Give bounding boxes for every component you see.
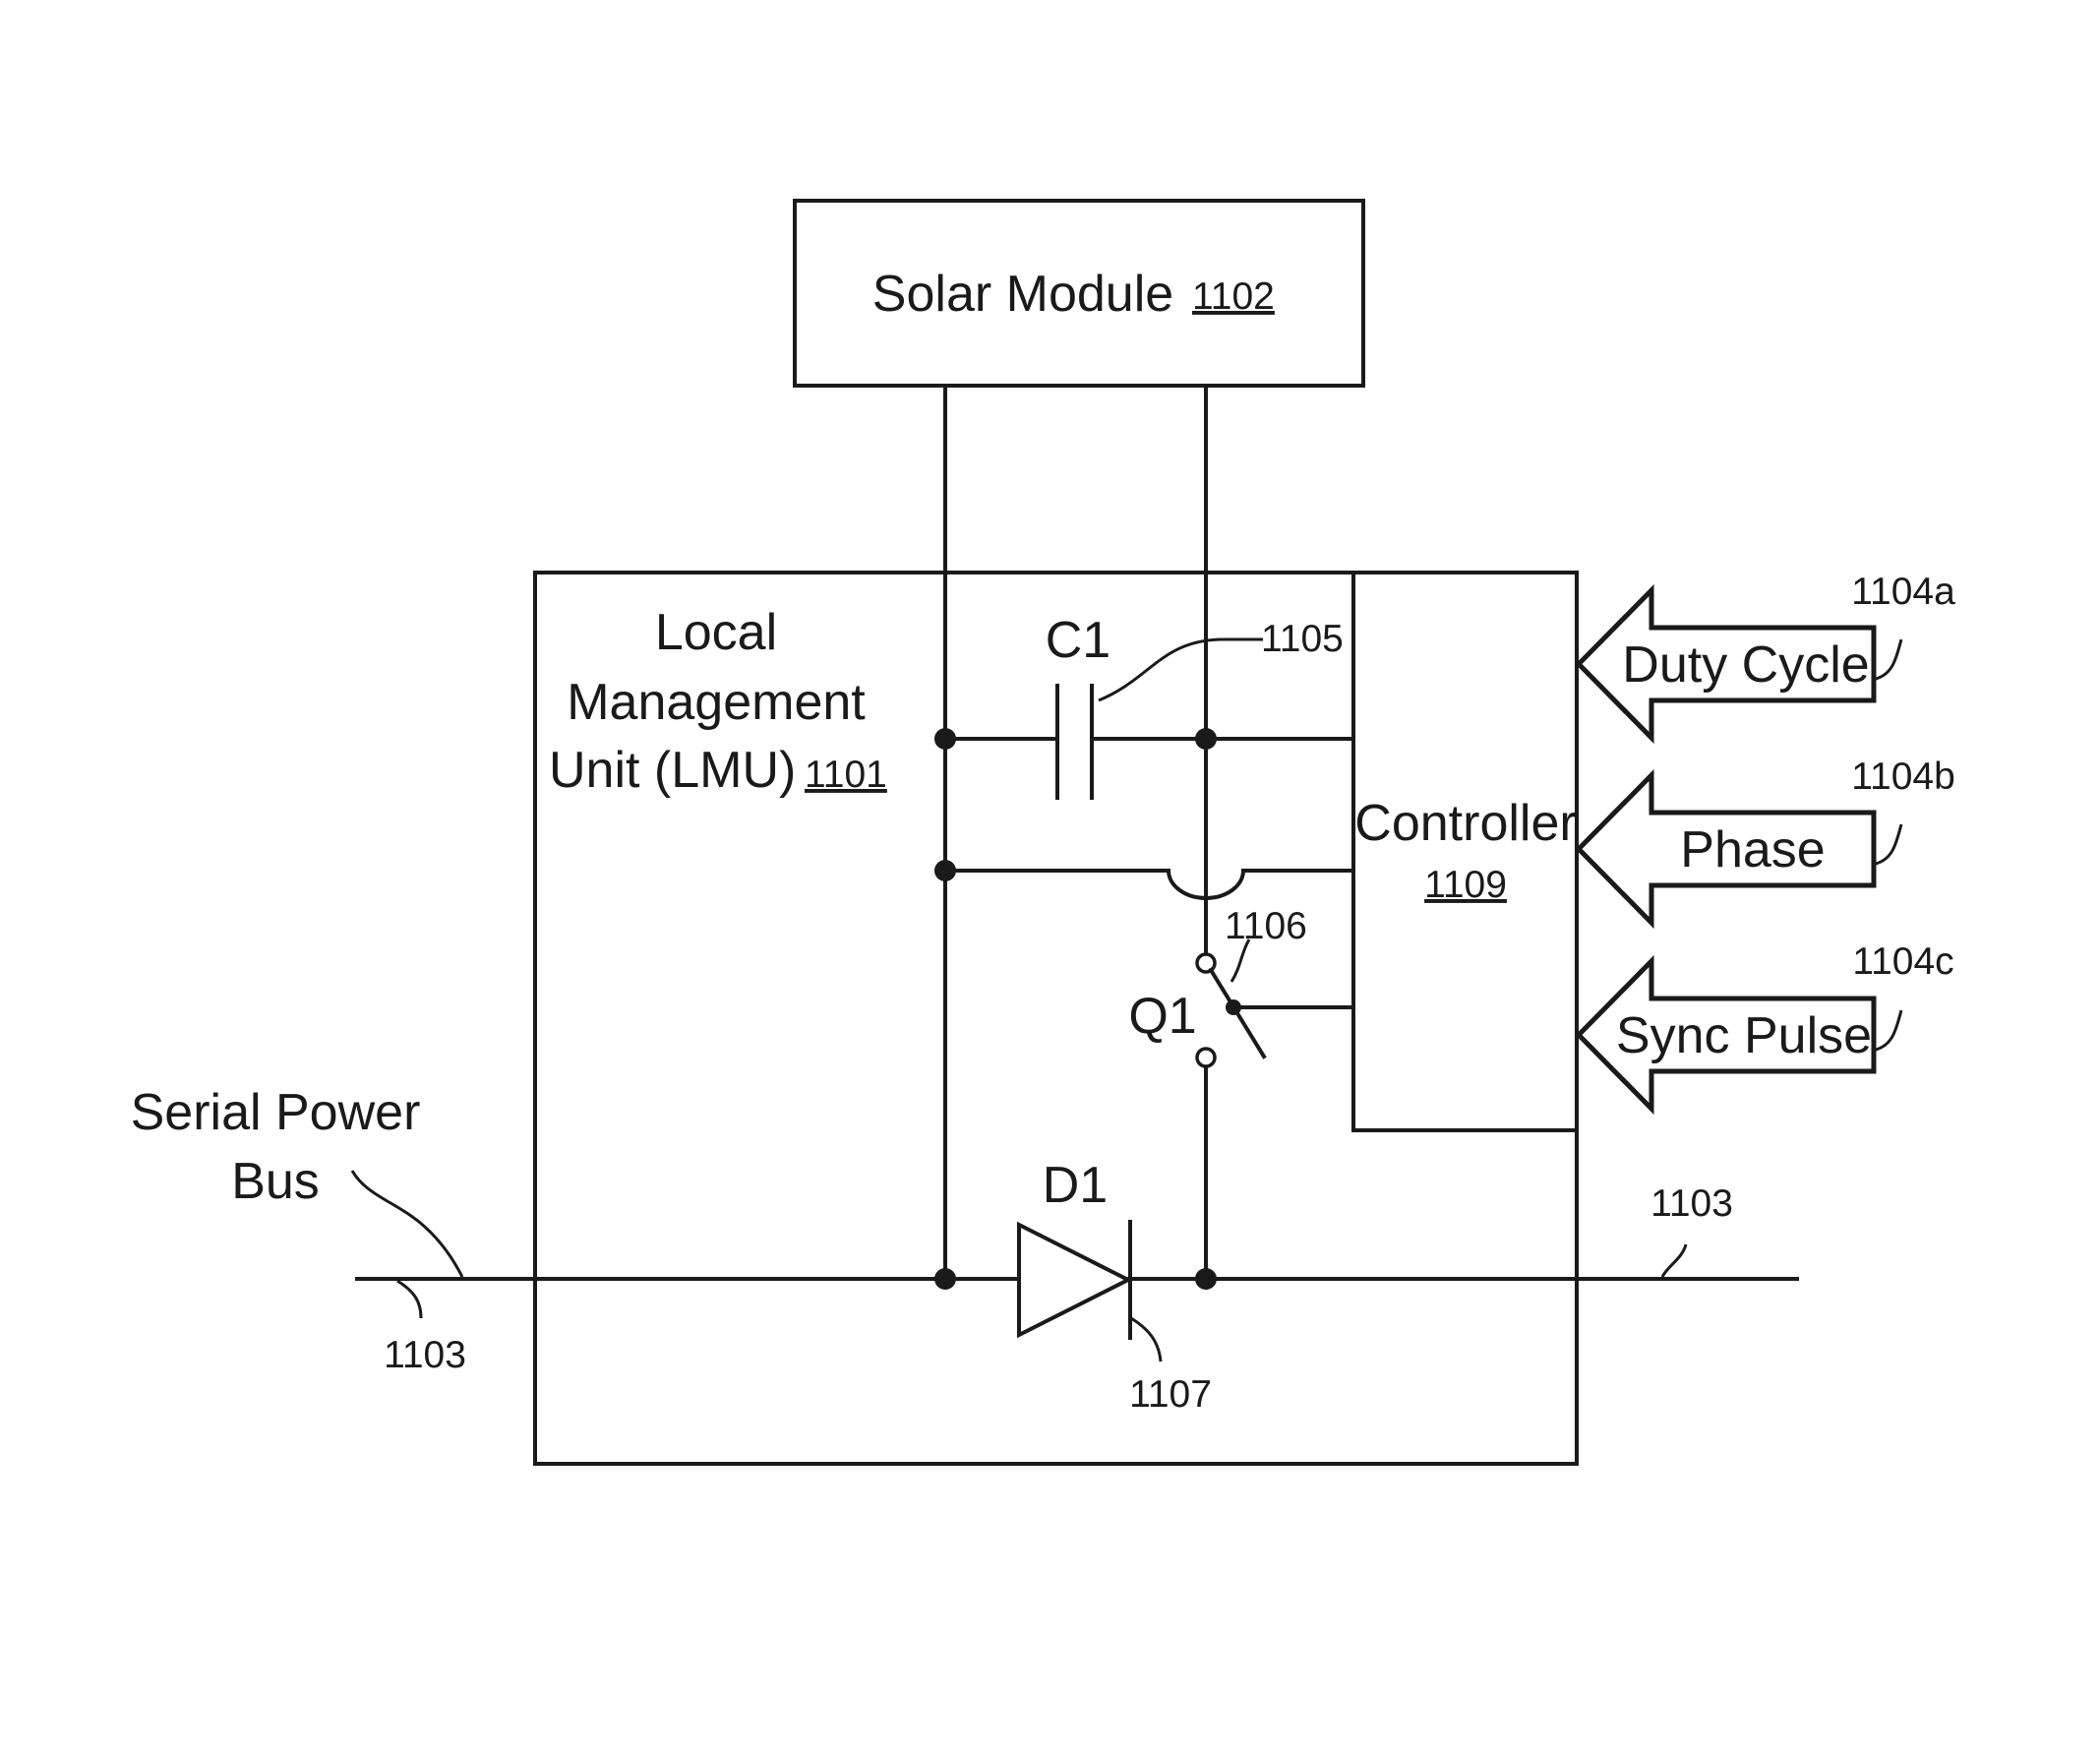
lmu-label-line2: Management xyxy=(567,674,866,731)
duty-cycle-label: Duty Cycle xyxy=(1622,636,1869,694)
solar-module-ref: 1102 xyxy=(1192,275,1275,318)
phase-ref-leader xyxy=(1876,824,1901,864)
lmu-label-line1: Local xyxy=(655,604,777,661)
phase-ref: 1104b xyxy=(1851,756,1955,798)
controller-ref: 1109 xyxy=(1424,864,1507,906)
bus-label-leader xyxy=(352,1171,462,1277)
junction-dot xyxy=(934,1268,956,1290)
q1-lower-contact xyxy=(1197,1049,1215,1066)
d1-label: D1 xyxy=(1043,1157,1108,1214)
d1-ref: 1107 xyxy=(1129,1373,1212,1416)
junction-dot xyxy=(934,860,956,881)
controller-label: Controller xyxy=(1354,795,1576,852)
c1-ref: 1105 xyxy=(1261,618,1344,660)
sync-pulse-ref: 1104c xyxy=(1852,940,1953,983)
input-duty-cycle: Duty Cycle 1104a xyxy=(1579,571,1955,738)
controller: Controller 1109 xyxy=(1353,573,1577,1130)
input-phase: Phase 1104b xyxy=(1579,756,1955,923)
q1-ref: 1106 xyxy=(1225,905,1307,947)
junction-dot xyxy=(1195,728,1217,750)
sync-pulse-ref-leader xyxy=(1876,1010,1901,1050)
bus-right-ref-leader xyxy=(1662,1244,1686,1277)
solar-module: Solar Module 1102 xyxy=(795,201,1363,386)
q1-label: Q1 xyxy=(1128,988,1196,1045)
bus-left-ref: 1103 xyxy=(384,1334,466,1376)
solar-module-label: Solar Module xyxy=(872,266,1173,323)
junction-dot xyxy=(1195,1268,1217,1290)
duty-cycle-ref-leader xyxy=(1876,639,1901,679)
lmu-ref: 1101 xyxy=(805,754,887,796)
bus-right-ref: 1103 xyxy=(1650,1182,1733,1225)
input-sync-pulse: Sync Pulse 1104c xyxy=(1579,940,1954,1109)
bus-left-ref-leader xyxy=(397,1281,421,1318)
sync-pulse-label: Sync Pulse xyxy=(1616,1007,1872,1064)
lmu-label-line3: Unit (LMU) xyxy=(549,742,796,799)
bus-label-line1: Serial Power xyxy=(131,1084,421,1141)
junction-dot xyxy=(934,728,956,750)
bus-label-line2: Bus xyxy=(231,1153,320,1210)
duty-cycle-ref: 1104a xyxy=(1851,571,1955,613)
c1-label: C1 xyxy=(1046,612,1110,669)
phase-label: Phase xyxy=(1680,821,1825,878)
